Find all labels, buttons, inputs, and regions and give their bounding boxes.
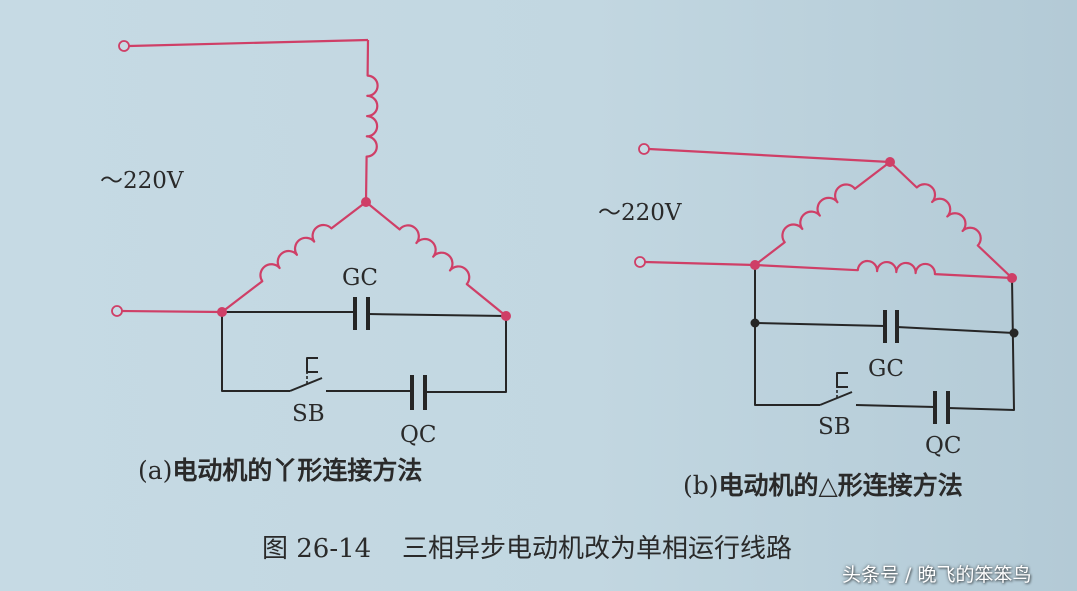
- winding-coil-left: [221, 201, 367, 313]
- left-bus-wire: [754, 265, 820, 406]
- sb-switch-contact: [819, 391, 853, 406]
- winding-coil-right: [365, 201, 507, 317]
- supply-lead-left: [644, 260, 756, 267]
- gc-label: GC: [342, 265, 378, 291]
- supply-terminal-left: [111, 305, 123, 317]
- supply-terminal-left: [634, 256, 646, 268]
- junction-left: [750, 318, 760, 328]
- diagram-b-caption-prefix: (b): [683, 471, 719, 500]
- sb-pushbutton-icon: [306, 357, 318, 373]
- gc-label: GC: [868, 356, 904, 382]
- gc-wire-left: [754, 322, 886, 327]
- supply-lead-top: [128, 38, 369, 48]
- start-branch-wire-left: [221, 312, 290, 392]
- supply-voltage-label: ～220V: [598, 200, 682, 226]
- winding-coil-left: [754, 161, 891, 266]
- diagram-a-caption-text: 电动机的丫形连接方法: [172, 456, 422, 485]
- supply-lead-left: [121, 309, 223, 314]
- gc-wire-right: [896, 326, 1015, 334]
- start-branch-wire-right: [425, 316, 507, 393]
- supply-lead-top: [648, 147, 891, 164]
- winding-coil-right: [889, 161, 1013, 279]
- sb-pushbutton-icon: [836, 372, 848, 388]
- start-branch-wire-mid: [855, 404, 936, 408]
- diagram-b-caption: (b)电动机的△形连接方法: [683, 471, 963, 500]
- sb-label: SB: [818, 414, 851, 440]
- sb-label: SB: [292, 401, 325, 427]
- supply-terminal-top: [638, 143, 650, 155]
- figure-title: 三相异步电动机改为单相运行线路: [402, 534, 792, 564]
- diagram-b-caption-text: 电动机的△形连接方法: [719, 471, 963, 500]
- supply-voltage-label: ～220V: [100, 168, 184, 194]
- delta-node-top: [885, 157, 895, 167]
- winding-coil-top: [364, 39, 379, 203]
- diagram-a-caption: (a)电动机的丫形连接方法: [138, 456, 422, 485]
- junction-right: [1009, 328, 1019, 338]
- node-left: [217, 307, 227, 317]
- gc-wire-right: [367, 313, 507, 317]
- supply-terminal-top: [118, 40, 130, 52]
- qc-label: QC: [925, 433, 961, 459]
- watermark: 头条号 / 晚飞的笨笨鸟: [842, 564, 1032, 586]
- figure-number: 图 26-14: [262, 534, 371, 564]
- star-center-node: [361, 197, 371, 207]
- delta-node-left: [750, 260, 760, 270]
- right-bus-wire: [947, 277, 1015, 411]
- qc-label: QC: [400, 422, 436, 448]
- sb-switch-contact: [289, 377, 323, 392]
- delta-node-right: [1007, 273, 1017, 283]
- winding-coil-bottom: [754, 259, 1013, 280]
- diagram-a-caption-prefix: (a): [138, 456, 172, 485]
- diagram-b-delta-connection: ～220V GC SB QC (b)电动机的△形连接方法: [598, 143, 1019, 500]
- diagram-a-star-connection: ～220V GC SB QC (a)电动机的丫形连接方法: [100, 38, 511, 485]
- node-right: [501, 311, 511, 321]
